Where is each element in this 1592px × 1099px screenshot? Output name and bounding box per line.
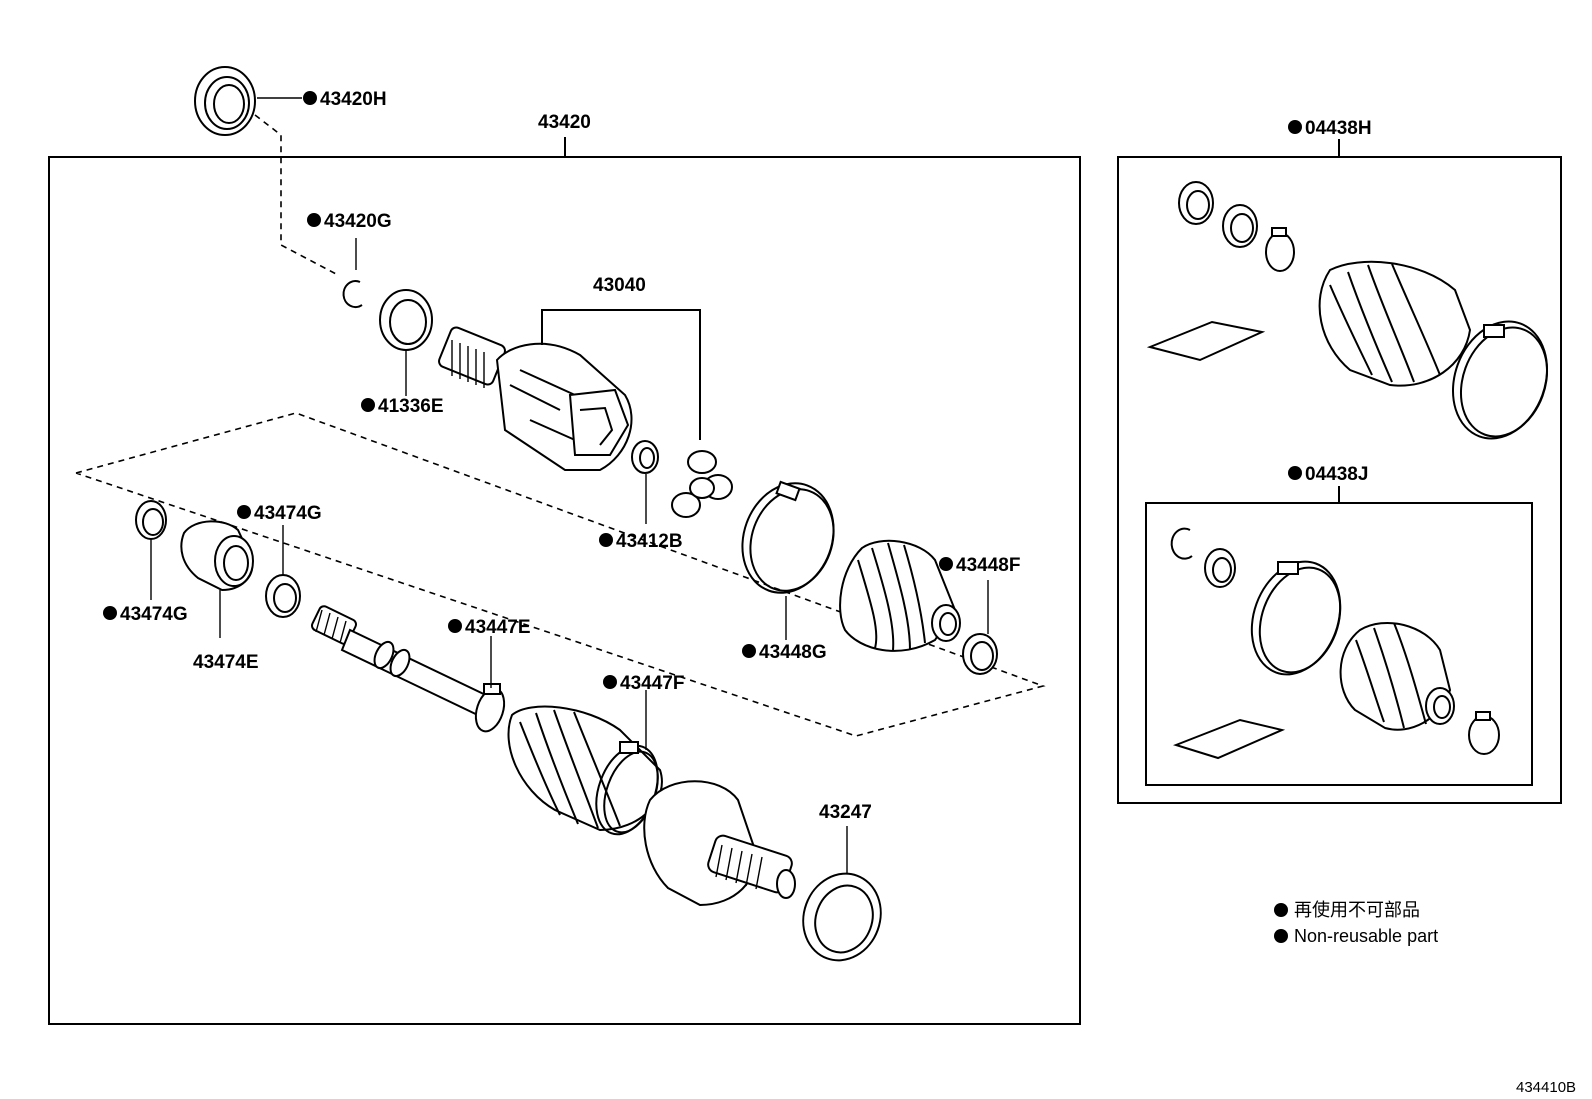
seal-43247 — [802, 872, 882, 962]
label-04438H: 04438H — [1305, 118, 1372, 139]
legend-text-jp: 再使用不可部品 — [1294, 900, 1420, 920]
outboard-joint — [643, 780, 796, 907]
ring-43474G-right — [265, 574, 301, 618]
non-reusable-dot — [599, 533, 613, 547]
label-43474E: 43474E — [193, 652, 259, 673]
assembly-label: 43420 — [538, 112, 591, 133]
label-43420G: 43420G — [324, 211, 392, 232]
label-43447F: 43447F — [620, 673, 684, 694]
clamp-43448F — [962, 633, 998, 675]
label-43474G-left: 43474G — [120, 604, 188, 625]
clamp-43448G — [741, 480, 835, 594]
legend-dot-en — [1274, 929, 1288, 943]
label-43448F: 43448F — [956, 555, 1020, 576]
ring-43474G-left — [135, 500, 167, 540]
outboard-boot — [507, 705, 663, 832]
seal-43420H — [194, 66, 256, 136]
non-reusable-dot — [448, 619, 462, 633]
label-41336E: 41336E — [378, 396, 444, 417]
non-reusable-dot — [1288, 466, 1302, 480]
label-43412B: 43412B — [616, 531, 683, 552]
legend: 再使用不可部品 Non-reusable part — [1274, 900, 1438, 946]
label-43420H: 43420H — [320, 89, 387, 110]
label-43474G-top: 43474G — [254, 503, 322, 524]
clamp-43447E — [474, 683, 506, 733]
tripod-joint — [671, 450, 733, 518]
kit-04438J-parts — [1170, 527, 1500, 760]
inboard-boot — [839, 539, 961, 652]
label-43247: 43247 — [819, 802, 872, 823]
guide-dashed-43420H — [254, 114, 339, 276]
label-43447E: 43447E — [465, 617, 531, 638]
non-reusable-dot — [603, 675, 617, 689]
non-reusable-dot — [103, 606, 117, 620]
non-reusable-dot — [307, 213, 321, 227]
non-reusable-dot — [742, 644, 756, 658]
inboard-joint-housing-43040 — [438, 326, 633, 471]
label-43448G: 43448G — [759, 642, 827, 663]
diagram-ref-code: 434410B — [1516, 1079, 1576, 1096]
legend-dot-jp — [1274, 903, 1288, 917]
snap-ring-43412B — [631, 440, 659, 474]
damper-43474E — [180, 520, 254, 592]
non-reusable-dot — [939, 557, 953, 571]
legend-text-en: Non-reusable part — [1294, 926, 1438, 946]
snap-ring-43420G — [342, 280, 363, 308]
label-43040: 43040 — [593, 275, 646, 296]
label-04438J: 04438J — [1305, 464, 1368, 485]
non-reusable-dot — [1288, 120, 1302, 134]
boot-kit-dashed-outline — [75, 412, 1046, 737]
kit-04438H-parts — [1146, 181, 1549, 440]
non-reusable-dot — [361, 398, 375, 412]
non-reusable-dot — [303, 91, 317, 105]
non-reusable-dot — [237, 505, 251, 519]
ring-41336E — [379, 289, 433, 351]
